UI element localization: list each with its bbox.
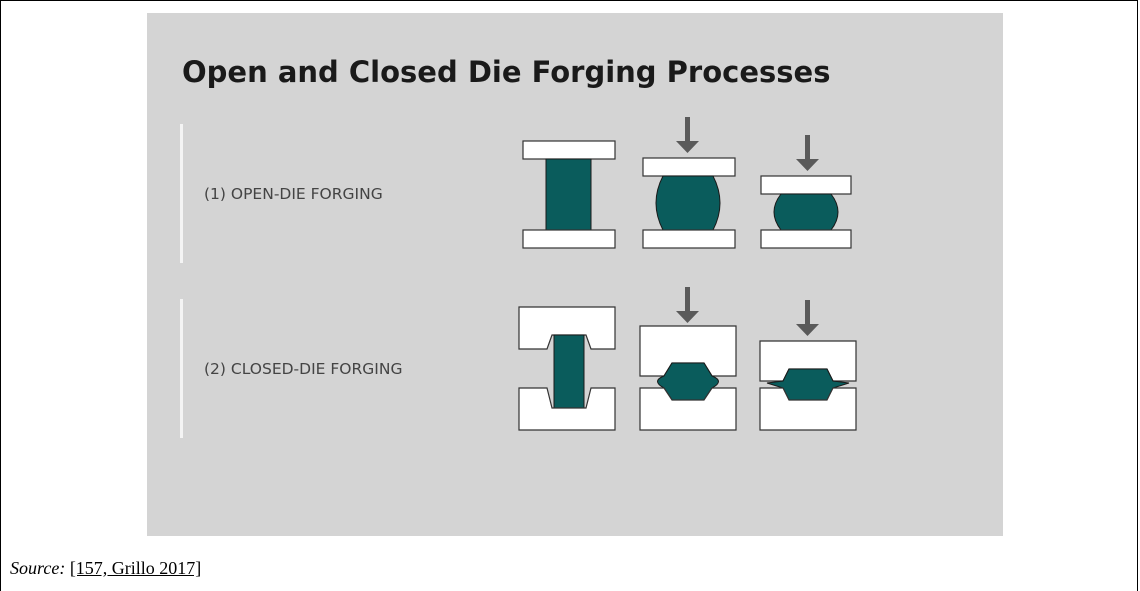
source-label: Source: [10,558,66,578]
lower-die [639,387,737,431]
diagram-panel [147,13,1003,536]
closed-die-label: (2) CLOSED-DIE FORGING [204,360,403,378]
source-caption: Source: [157, Grillo 2017] [10,558,201,579]
lower-die [760,229,852,249]
forging-illustration [518,117,857,431]
lower-die [522,229,616,249]
open-die-stage-3 [760,135,852,249]
workpiece [553,334,585,409]
lower-die [759,387,857,431]
lower-die [642,229,736,249]
upper-die [522,140,616,160]
down-arrow [676,287,699,323]
workpiece [545,158,592,231]
lower-die [518,387,616,431]
diagram-title: Open and Closed Die Forging Processes [182,55,831,89]
row-divider-open [180,124,183,263]
upper-die [642,157,736,177]
workpiece [655,175,721,231]
workpiece [773,193,839,231]
closed-die-stage-3 [759,300,857,431]
upper-die [518,306,616,350]
source-reference-link[interactable]: [157, Grillo 2017] [69,558,202,578]
down-arrow [796,300,819,336]
row-divider-closed [180,299,183,438]
closed-die-stage-1 [518,306,616,431]
open-die-stage-1 [522,140,616,249]
closed-die-stage-2 [639,287,737,431]
down-arrow [676,117,699,153]
open-die-stage-2 [642,117,736,249]
upper-die [760,175,852,195]
open-die-label: (1) OPEN-DIE FORGING [204,185,383,203]
down-arrow [796,135,819,171]
